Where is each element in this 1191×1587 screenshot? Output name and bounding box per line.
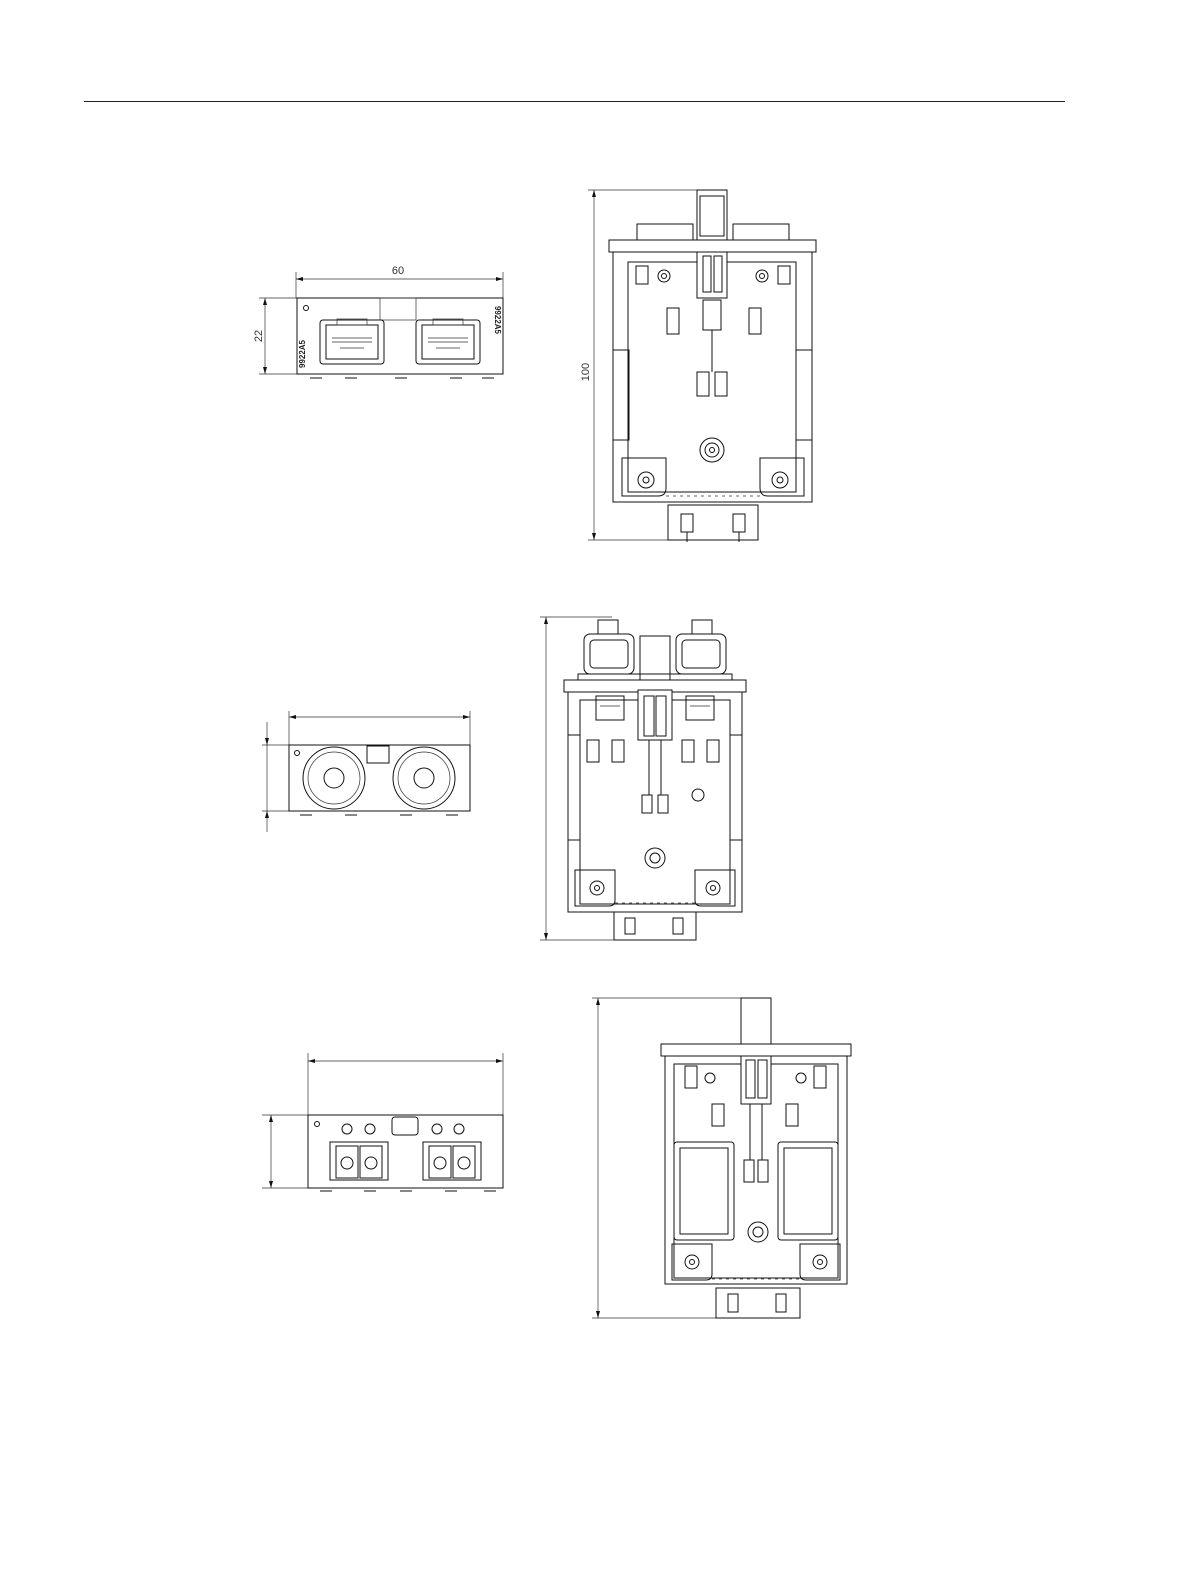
dimension-width-fiber — [308, 1053, 503, 1115]
side-view-rj45: 100 — [580, 190, 816, 542]
label-right: 9922A5 — [493, 306, 502, 335]
side-view-round — [540, 617, 746, 940]
dimension-width-round — [289, 711, 470, 745]
dimension-height-round — [262, 722, 290, 832]
front-view-rj45: 60 22 9922 — [253, 265, 503, 378]
dimension-height-22: 22 — [253, 298, 298, 374]
label-left: 9922A5 — [298, 339, 307, 368]
dimension-height-label: 22 — [253, 330, 265, 342]
side-view-fiber — [592, 998, 851, 1318]
front-view-round — [262, 711, 470, 832]
dimension-width-label: 60 — [392, 265, 404, 277]
dimension-width-60: 60 — [296, 265, 503, 298]
dimension-height-fiber — [262, 1115, 310, 1188]
dimension-100-label: 100 — [580, 363, 592, 381]
front-view-fiber — [262, 1053, 503, 1191]
